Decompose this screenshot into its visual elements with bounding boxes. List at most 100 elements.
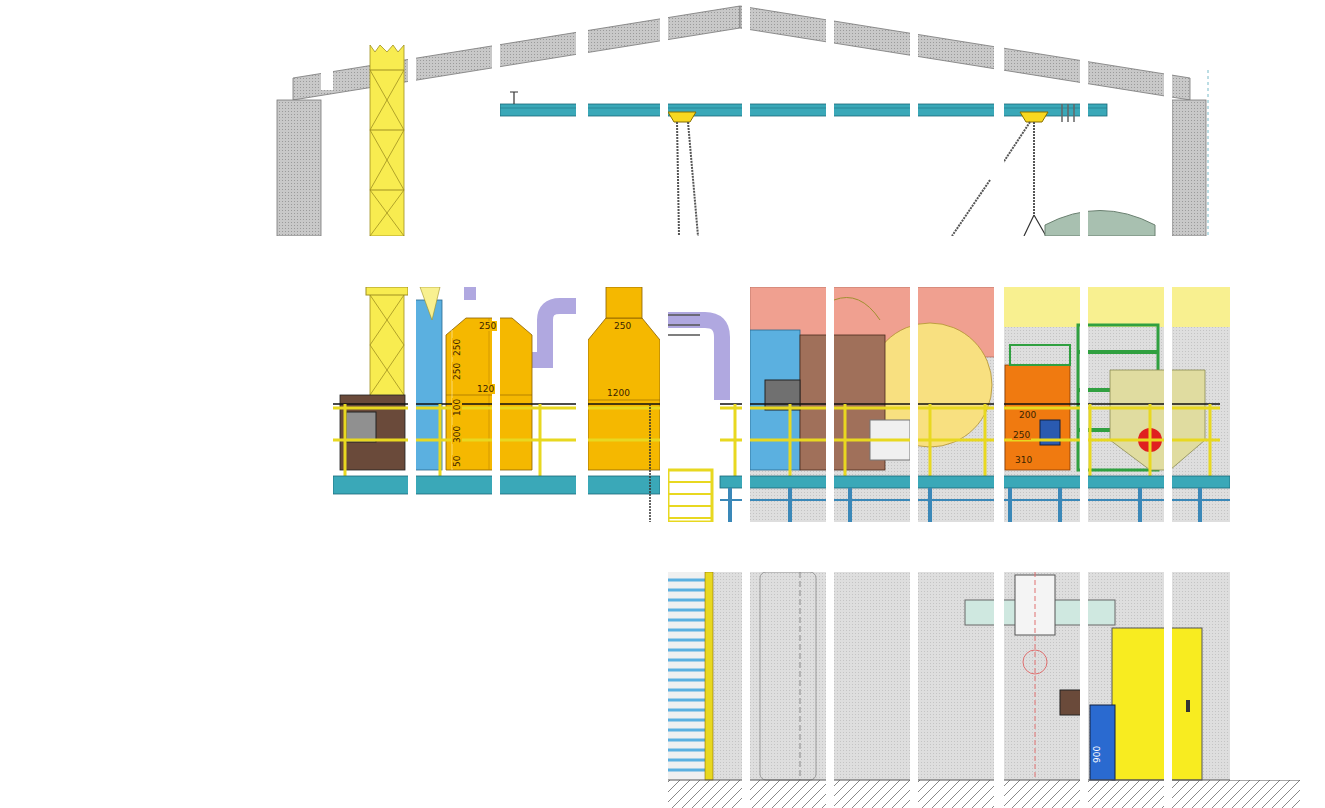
scrubber-tank bbox=[446, 287, 660, 470]
scrubber-tank bbox=[446, 395, 532, 396]
crane-beam bbox=[1062, 104, 1074, 122]
orange-unit bbox=[1005, 365, 1070, 470]
ground bbox=[668, 780, 1300, 808]
strip-gap bbox=[576, 0, 588, 808]
roof bbox=[293, 6, 740, 100]
chimney bbox=[370, 287, 404, 397]
stairs bbox=[668, 482, 712, 518]
pipe bbox=[464, 287, 476, 300]
lower-floor bbox=[760, 572, 816, 780]
platform bbox=[720, 499, 1230, 501]
dimension-label: 250 bbox=[452, 338, 462, 357]
motor bbox=[1090, 705, 1115, 780]
dimension-label: 310 bbox=[1014, 455, 1033, 465]
dimension-label: 120 bbox=[476, 384, 495, 394]
wall-column bbox=[1172, 100, 1206, 236]
hoist bbox=[1024, 215, 1046, 236]
scrubber-tank bbox=[588, 318, 660, 470]
pipe bbox=[660, 320, 722, 400]
chimney bbox=[370, 70, 404, 236]
strip-gap bbox=[0, 287, 333, 522]
dimension-label: 250 bbox=[613, 321, 632, 331]
lower-floor bbox=[668, 572, 1230, 780]
chimney bbox=[370, 45, 404, 236]
hoist bbox=[677, 122, 679, 236]
strip-gap bbox=[1230, 287, 1325, 522]
dimension-label: 300 bbox=[452, 425, 462, 444]
crane-beam bbox=[510, 92, 518, 104]
wall-column bbox=[1208, 70, 1209, 236]
hoist bbox=[1020, 112, 1048, 122]
blower-unit bbox=[420, 287, 440, 320]
strip-gap bbox=[408, 0, 416, 808]
strip-gap bbox=[1164, 0, 1172, 808]
dimension-label: 100 bbox=[452, 398, 462, 417]
platform bbox=[333, 476, 1230, 522]
stairs bbox=[650, 404, 712, 522]
roof bbox=[740, 6, 1190, 100]
green-frame bbox=[1078, 325, 1205, 470]
dimension-label: 900 bbox=[1092, 745, 1102, 764]
stairs bbox=[668, 470, 712, 522]
strip-gap bbox=[1230, 572, 1325, 780]
chimney bbox=[370, 190, 404, 191]
strip-gap bbox=[492, 0, 500, 808]
scrubber-tank bbox=[489, 318, 490, 470]
lower-floor bbox=[800, 572, 801, 780]
platform bbox=[720, 476, 1230, 488]
ladder bbox=[668, 572, 713, 780]
ladder bbox=[705, 572, 713, 780]
scrubber-tank bbox=[606, 287, 642, 318]
wall-column bbox=[277, 100, 321, 236]
lower-floor bbox=[668, 572, 1230, 780]
door bbox=[1186, 700, 1190, 712]
orange-unit bbox=[1010, 345, 1070, 365]
crane-beam bbox=[500, 104, 1107, 116]
scrubber-tank bbox=[588, 400, 660, 401]
motor bbox=[1090, 705, 1115, 780]
crane-beam bbox=[500, 92, 1107, 122]
ground bbox=[668, 780, 1300, 808]
ladder bbox=[668, 572, 708, 780]
stairs bbox=[649, 404, 651, 522]
dimension-label: 250 bbox=[478, 321, 497, 331]
dimension-label: 200 bbox=[1018, 410, 1037, 420]
door bbox=[1112, 628, 1202, 780]
process-vessel bbox=[765, 380, 800, 410]
blower-unit bbox=[340, 395, 405, 470]
dimension-label: 250 bbox=[452, 362, 462, 381]
process-vessel bbox=[750, 330, 800, 470]
blower-unit bbox=[415, 300, 442, 470]
green-frame bbox=[1110, 370, 1205, 470]
platform bbox=[730, 488, 1200, 522]
hoist bbox=[688, 122, 698, 236]
ladder bbox=[668, 580, 708, 770]
strip-gap bbox=[660, 0, 668, 808]
chimney bbox=[366, 287, 408, 397]
door bbox=[1112, 628, 1202, 780]
lower-floor bbox=[1060, 690, 1082, 715]
strip-gap bbox=[742, 0, 750, 808]
strip-gap bbox=[0, 572, 668, 780]
scrubber-tank bbox=[446, 318, 532, 470]
chimney bbox=[370, 45, 404, 236]
ground bbox=[668, 779, 1300, 780]
strip-gap bbox=[994, 0, 1004, 808]
dome bbox=[1045, 211, 1155, 237]
green-frame bbox=[1078, 350, 1158, 354]
background-equipment bbox=[1172, 287, 1230, 327]
hoist bbox=[668, 112, 1048, 236]
dome bbox=[1045, 211, 1155, 237]
lower-floor bbox=[1035, 572, 1036, 780]
blower-unit bbox=[340, 287, 442, 470]
chimney bbox=[370, 295, 404, 395]
strip-gap bbox=[910, 0, 918, 808]
hoist bbox=[668, 112, 696, 122]
strip-gap bbox=[826, 0, 834, 808]
dimension-label: 250 bbox=[1012, 430, 1031, 440]
chimney bbox=[370, 70, 404, 71]
chimney bbox=[370, 130, 404, 131]
strip-gap bbox=[1080, 0, 1088, 808]
